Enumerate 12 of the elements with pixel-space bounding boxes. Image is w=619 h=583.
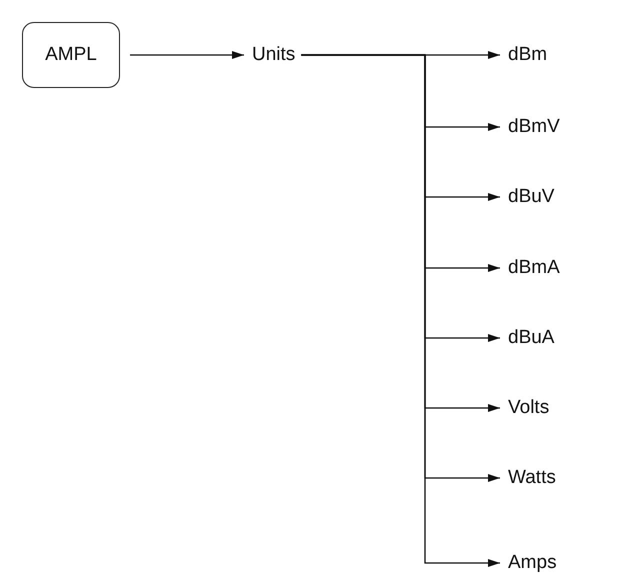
menu-label: dBmA [508,253,598,283]
arrow [130,51,244,59]
menu-label: Watts [508,463,598,493]
arrow [301,54,500,567]
menu-label: dBmV [508,112,598,142]
key-box: AMPL [22,22,120,88]
menu-label: Amps [508,548,598,578]
menu-label: Volts [508,393,598,423]
menu-label: dBuA [508,323,598,353]
menu-label: dBm [508,40,598,70]
menu-label: dBuV [508,182,598,212]
menu-label: Units [252,40,314,70]
